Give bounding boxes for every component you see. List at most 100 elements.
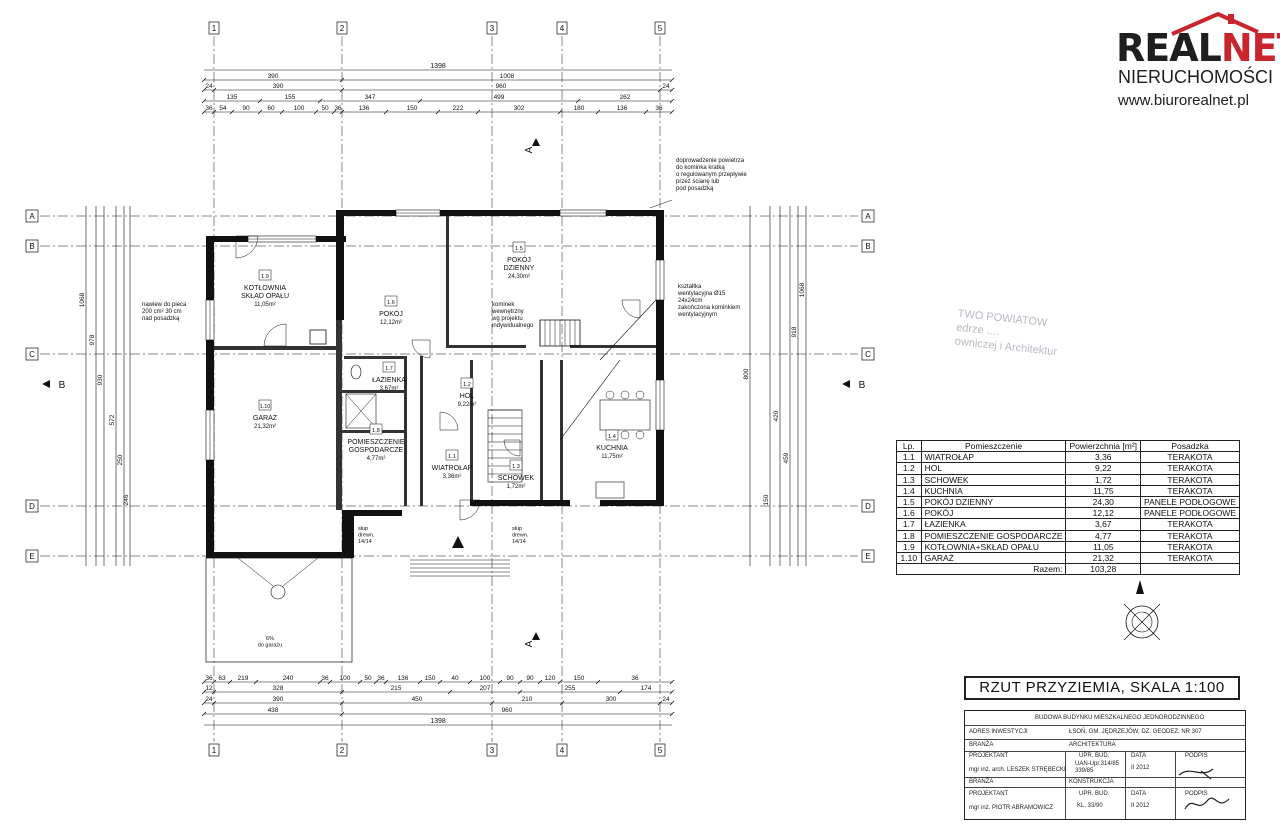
axis-label: 5 — [658, 24, 663, 33]
room-number: 1.9 — [261, 274, 269, 280]
table-cell: GARAŻ — [920, 551, 1067, 565]
section-label: A — [524, 640, 535, 647]
title-block-row — [965, 777, 1245, 788]
room-name-line: GARAŻ — [253, 413, 278, 422]
dimension-tick — [327, 679, 333, 685]
chair — [635, 430, 645, 440]
dimension-label: 24 — [205, 696, 213, 703]
axis-marker — [25, 209, 39, 223]
divider — [1065, 751, 1066, 819]
total-label: Razem: — [895, 563, 1067, 576]
room-name: WIATROŁAP — [432, 465, 473, 472]
dimension-label: 90 — [242, 105, 250, 112]
column-header: Lp. — [896, 439, 922, 453]
dimension-tick — [201, 87, 207, 93]
table-cell: TERAKOTA — [1140, 540, 1240, 553]
table-cell: 11,05 — [1065, 540, 1142, 553]
door-swing — [459, 499, 481, 521]
dimension-tick — [489, 700, 495, 706]
table-cell: KUCHNIA — [920, 484, 1067, 497]
dimension-label: 63 — [218, 675, 226, 682]
dimension-label: 207 — [480, 685, 491, 692]
room-name-line: WIATROŁAP — [432, 465, 473, 472]
dimension-tick — [669, 689, 675, 695]
room-number-box — [605, 429, 619, 441]
axis-marker — [25, 549, 39, 563]
dimension-tick — [669, 700, 675, 706]
dimension-label: 136 — [617, 105, 628, 112]
table-cell: PANELE PODŁOGOWE — [1140, 495, 1240, 509]
north-arrow-icon — [1136, 580, 1144, 594]
branch-label: BRANŻA — [969, 779, 994, 785]
wall — [206, 236, 248, 242]
dimension-tick — [557, 679, 563, 685]
note-line: 200 cm² 30 cm — [142, 309, 182, 315]
axis-marker — [486, 743, 498, 757]
axis-marker — [208, 21, 220, 35]
dimension-label: 100 — [294, 105, 305, 112]
wall — [606, 210, 664, 216]
axis-marker — [556, 743, 568, 757]
logo-url: www.biurorealnet.pl — [1118, 92, 1249, 109]
dimension-label: 459 — [783, 452, 790, 463]
table-cell: ŁAZIENKA — [920, 518, 1067, 531]
axis-marker — [208, 743, 220, 757]
dimension-tick — [517, 679, 523, 685]
room-number: 1.5 — [515, 246, 523, 252]
dimension-label: 136 — [398, 675, 409, 682]
table-cell: 11,75 — [1065, 484, 1142, 497]
axis-marker — [336, 21, 348, 35]
dimension-label: 50 — [364, 675, 372, 682]
dimension-label: 50 — [321, 105, 329, 112]
table-cell: 24,30 — [1065, 495, 1142, 509]
dimension-label: 36 — [655, 105, 663, 112]
axis-marker — [25, 499, 39, 513]
dimension-tick — [339, 700, 345, 706]
axis-marker — [25, 239, 39, 253]
room-number: 1.4 — [608, 434, 616, 440]
interior-wall — [540, 360, 543, 500]
signature-label: PODPIS — [1185, 753, 1208, 759]
dimension-label: 572 — [109, 414, 116, 425]
dimension-label: 390 — [273, 696, 284, 703]
note-line: drewn. — [512, 533, 529, 539]
axis-label: A — [865, 212, 871, 221]
kitchen-table — [599, 399, 651, 431]
room-name-line: DZIENNY — [504, 265, 535, 272]
note-line: do garażu — [258, 643, 282, 649]
note-line: 14/14 — [358, 539, 372, 545]
dimension-label: 250 — [117, 454, 124, 465]
room-name: HOL — [460, 393, 475, 400]
note-line: do kominka kratką — [676, 165, 725, 171]
dimension-label: 978 — [89, 334, 96, 345]
dimension-tick — [475, 109, 481, 115]
axis-marker — [336, 743, 348, 757]
address-label: ADRES INWESTYCJI — [969, 729, 1028, 735]
dimension-tick — [201, 109, 207, 115]
room-number-box — [258, 269, 272, 281]
dimension-tick — [575, 98, 581, 104]
boiler — [309, 329, 327, 345]
dimension-tick — [339, 77, 345, 83]
room-name-line: ŁAZIENKA — [372, 377, 406, 384]
license-value: KL. 33/90 — [1077, 803, 1103, 809]
room-number: 1.2 — [463, 382, 471, 388]
note-line: słup — [512, 526, 522, 532]
realnet-logo: REALNET NIERUCHOMOŚCI www.biurorealnet.p… — [1110, 10, 1280, 110]
note-line: 24x24cm — [678, 298, 702, 304]
table-cell: WIATROŁAP — [920, 451, 1067, 464]
axis-marker — [861, 209, 875, 223]
room-area: 11,05m² — [254, 302, 276, 308]
axis-label: B — [865, 242, 870, 251]
wall — [656, 210, 664, 506]
note-line: nawiew do pieca — [142, 302, 187, 308]
dimension-tick — [537, 679, 543, 685]
